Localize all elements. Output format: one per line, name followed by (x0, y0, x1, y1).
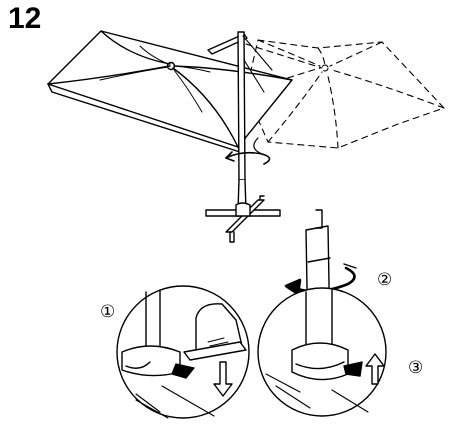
callout-2: ② (377, 270, 393, 290)
callout-1: ① (100, 302, 116, 322)
detail-circle-right (257, 287, 387, 417)
callout-3: ③ (408, 358, 424, 378)
foot-pedal-icon (171, 303, 247, 379)
up-arrow-icon (365, 353, 385, 385)
cross-base-icon (205, 195, 281, 243)
step-number: 12 (8, 2, 42, 35)
rotation-arrow-icon (225, 137, 271, 165)
canopy-icon (47, 30, 293, 153)
down-arrow-icon (213, 361, 233, 397)
